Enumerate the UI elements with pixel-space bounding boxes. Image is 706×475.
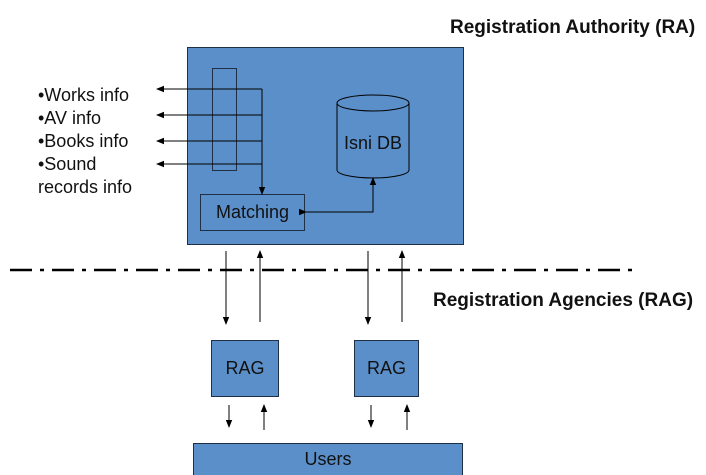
rag-heading: Registration Agencies (RAG) (433, 290, 694, 311)
isni-db-cylinder (336, 94, 410, 179)
info-item-works: •Works info (38, 85, 129, 105)
isni-db-label: Isni DB (343, 132, 403, 153)
info-channel-bar (212, 68, 237, 171)
info-list: •Works info •AV info •Books info •Sound … (38, 84, 132, 199)
ra-heading: Registration Authority (RA) (450, 17, 696, 38)
info-item-records: records info (38, 177, 133, 197)
info-item-av: •AV info (38, 108, 101, 128)
arrow-matching-db (299, 177, 377, 216)
rag-box-right: RAG (354, 340, 419, 397)
info-item-sound: •Sound (38, 154, 97, 174)
rag-box-left: RAG (211, 340, 279, 397)
users-box: Users (193, 443, 463, 475)
users-label: Users (304, 448, 352, 469)
info-item-books: •Books info (38, 131, 129, 151)
